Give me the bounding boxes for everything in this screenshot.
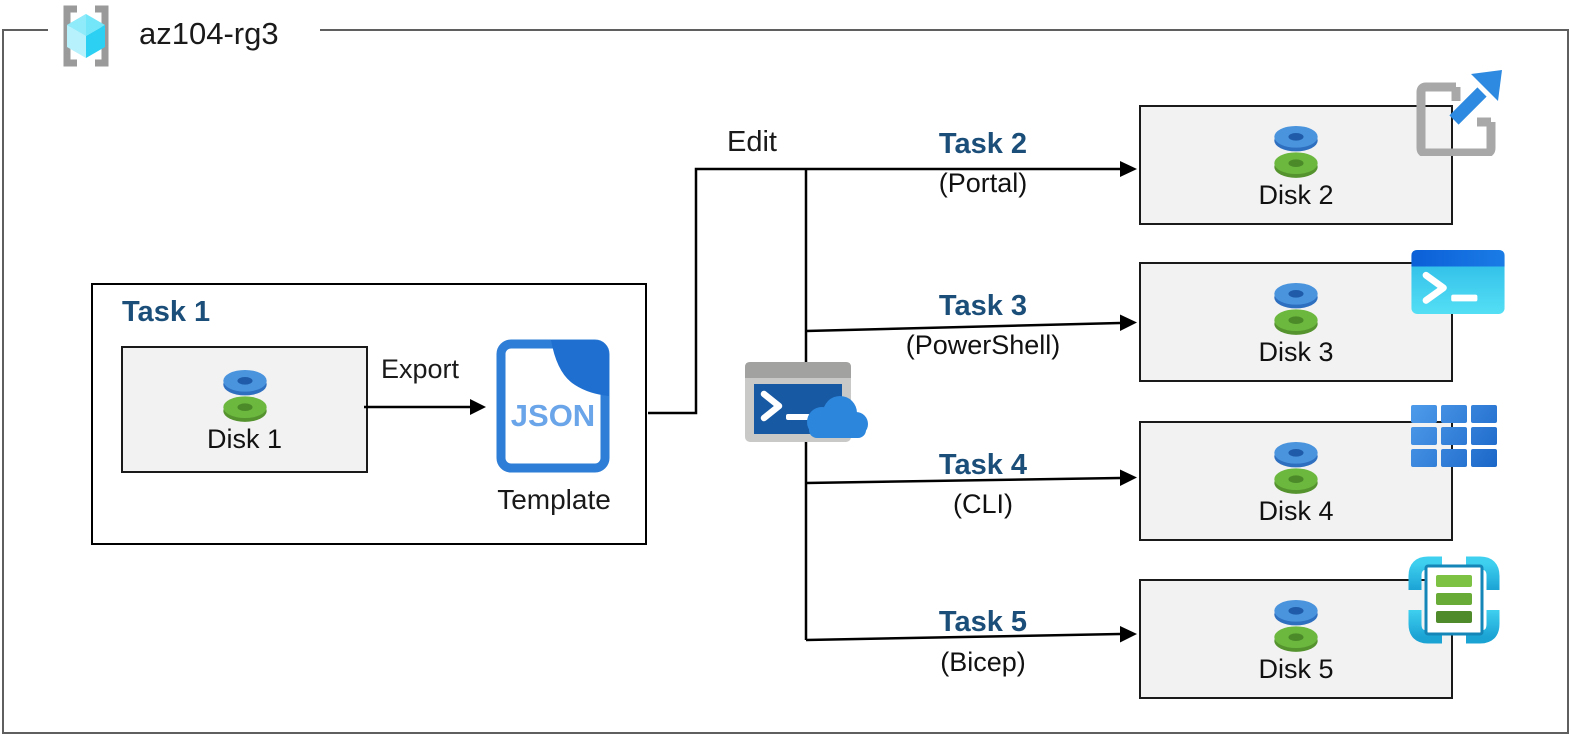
task3-method: (PowerShell) [905,330,1061,360]
disk1-label: Disk 1 [206,424,282,455]
disk3-label: Disk 3 [1258,336,1334,367]
powershell-icon [1411,250,1505,314]
resource-group-icon [63,5,109,67]
task4-title: Task 4 [938,449,1028,481]
template-caption: Template [497,484,611,515]
json-file-type: JSON [511,398,595,433]
edit-label: Edit [727,126,777,158]
resource-group-boundary [2,29,1569,734]
border-label-gap [48,26,320,35]
arrowhead-task3 [1120,314,1137,331]
disk2-box: Disk 2 [1139,105,1453,225]
disk2-label: Disk 2 [1258,179,1334,210]
task2-title: Task 2 [938,128,1028,160]
task1-title: Task 1 [122,296,211,328]
disk5-box: Disk 5 [1139,579,1453,699]
task5-method: (Bicep) [940,647,1026,677]
arrowhead-task2 [1120,161,1137,177]
connector-task2 [648,167,1120,415]
disk-icon [1274,599,1318,652]
bicep-template-icon [1408,556,1500,644]
connector-task5 [805,632,1121,642]
task4-method: (CLI) [953,489,1013,519]
arrowhead-export [470,399,486,415]
disk-icon [1274,441,1318,494]
arrowhead-task4 [1120,469,1137,486]
disk-icon [1274,282,1318,335]
disk1-box: Disk 1 [121,346,368,473]
task3-title: Task 3 [938,290,1028,322]
disk5-label: Disk 5 [1258,653,1334,684]
task1-box: Task 1 Disk 1 [91,283,647,545]
disk4-label: Disk 4 [1258,495,1334,526]
connector-task4 [805,476,1121,485]
disk3-box: Disk 3 [1139,262,1453,382]
disk-icon [1274,125,1318,178]
task5-title: Task 5 [938,606,1028,638]
resource-group-name: az104-rg3 [139,16,279,51]
arrowhead-task5 [1120,626,1137,643]
task2-method: (Portal) [938,168,1028,198]
export-label: Export [380,354,460,384]
json-file-icon: JSON [496,339,610,473]
cloud-shell-icon [745,362,868,442]
portal-launch-icon [1416,70,1502,156]
disk4-box: Disk 4 [1139,421,1453,541]
cli-grid-icon [1411,405,1497,467]
connector-task3 [805,321,1121,333]
